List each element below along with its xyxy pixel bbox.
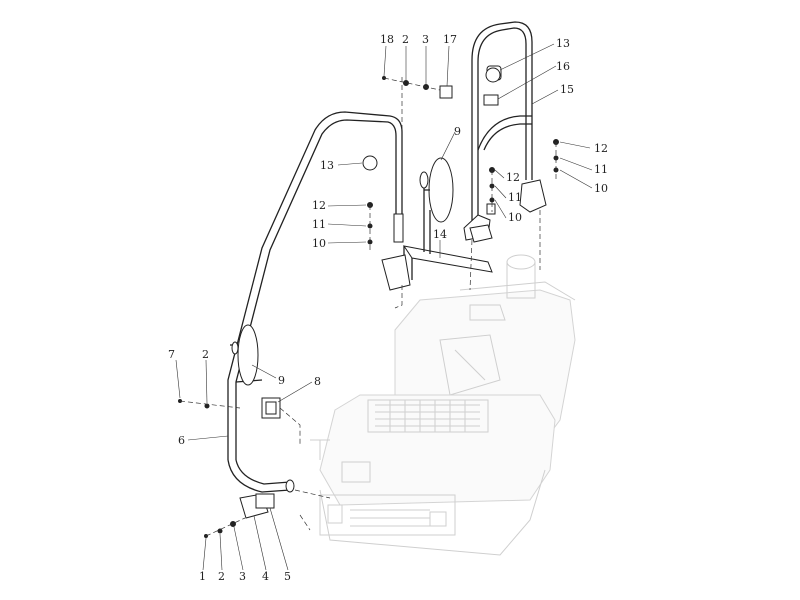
callout-11-mid: 11	[508, 191, 522, 204]
right-upper-handrail	[463, 21, 547, 241]
callout-17: 17	[443, 33, 457, 46]
callout-16: 16	[556, 60, 570, 73]
callout-12-right: 12	[594, 142, 608, 155]
callout-2-left: 2	[202, 348, 209, 361]
callout-11-left: 11	[312, 218, 326, 231]
callout-9-left: 9	[278, 374, 285, 387]
callout-7: 7	[168, 348, 175, 361]
callout-12-left: 12	[312, 199, 326, 212]
callout-11-right: 11	[594, 163, 608, 176]
callout-3-bottom: 3	[239, 570, 246, 583]
fastener-hardware	[178, 76, 559, 538]
callout-13-right: 13	[556, 37, 570, 50]
callout-10-mid: 10	[508, 211, 522, 224]
center-bracket-and-mirror	[381, 157, 496, 291]
callout-10-left: 10	[312, 237, 326, 250]
callout-13-left: 13	[320, 159, 334, 172]
callout-1: 1	[199, 570, 206, 583]
callout-labels: 18 2 3 17 13 16 15 9 13 12 11 10 12 11 1…	[168, 33, 608, 583]
callout-4: 4	[262, 570, 269, 583]
callout-6: 6	[178, 434, 185, 447]
callout-18: 18	[380, 33, 394, 46]
callout-5: 5	[284, 570, 291, 583]
leader-lines	[175, 43, 593, 571]
machine-body-outline	[310, 254, 576, 556]
callout-9-center: 9	[454, 125, 461, 138]
callout-12-mid: 12	[506, 171, 520, 184]
callout-3-top: 3	[422, 33, 429, 46]
callout-2-bottom: 2	[218, 570, 225, 583]
callout-10-right: 10	[594, 182, 608, 195]
callout-8: 8	[314, 375, 321, 388]
callout-15: 15	[560, 83, 574, 96]
callout-14: 14	[433, 228, 447, 241]
assembly-lines	[179, 75, 557, 537]
left-long-handrail	[227, 67, 501, 519]
callout-2-top: 2	[402, 33, 409, 46]
